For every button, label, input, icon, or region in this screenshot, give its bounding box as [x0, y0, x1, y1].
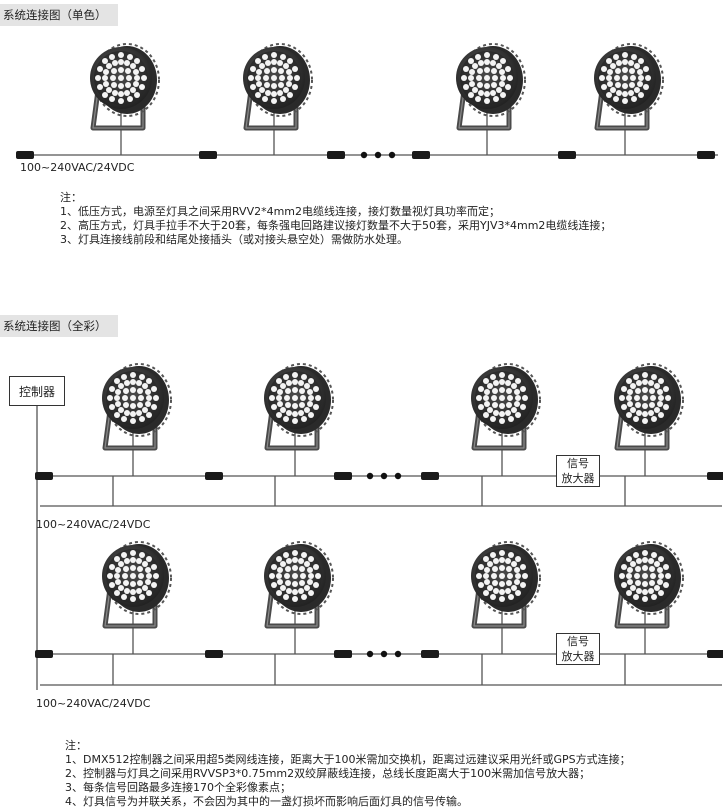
amplifier-box-bottom: 信号 放大器 — [556, 633, 600, 665]
connector-icon — [421, 472, 439, 480]
floodlight-fixture-icon — [471, 364, 540, 448]
section1-note-3: 3、灯具连接线前段和结尾处接插头（或对接头悬空处）需做防水处理。 — [60, 233, 408, 246]
floodlight-fixture-icon — [594, 44, 663, 128]
section2-notes: 注： 1、DMX512控制器之间采用超5类网线连接，距离大于100米需加交换机，… — [65, 739, 631, 809]
ellipsis-dots-icon — [360, 151, 396, 159]
section1-header: 系统连接图（单色） — [0, 4, 118, 26]
connector-icon — [35, 650, 53, 658]
amplifier-label-line2: 放大器 — [561, 472, 595, 485]
floodlight-fixture-icon — [102, 364, 171, 448]
floodlight-fixture-icon — [243, 44, 312, 128]
components — [16, 44, 723, 658]
section2-note-1: 1、DMX512控制器之间采用超5类网线连接，距离大于100米需加交换机，距离过… — [65, 753, 631, 766]
connector-icon — [707, 650, 723, 658]
connector-icon — [421, 650, 439, 658]
amplifier-box-top: 信号 放大器 — [556, 455, 600, 487]
floodlight-fixture-icon — [614, 364, 683, 448]
amplifier-label-line2: 放大器 — [561, 650, 595, 663]
section2-note-3: 3、每条信号回路最多连接170个全彩像素点； — [65, 781, 291, 794]
section2-note-4: 4、灯具信号为并联关系，不会因为其中的一盏灯损坏而影响后面灯具的信号传输。 — [65, 795, 468, 808]
connector-icon — [697, 151, 715, 159]
floodlight-fixture-icon — [471, 542, 540, 626]
section2-header: 系统连接图（全彩） — [0, 315, 118, 337]
floodlight-fixture-icon — [102, 542, 171, 626]
connector-icon — [558, 151, 576, 159]
section2-notes-heading: 注： — [65, 739, 87, 752]
floodlight-fixture-icon — [264, 542, 333, 626]
section1-notes: 注： 1、低压方式，电源至灯具之间采用RVV2*4mm2电缆线连接，接灯数量视灯… — [60, 191, 611, 247]
section1-note-2: 2、高压方式，灯具手拉手不大于20套，每条强电回路建议接灯数量不大于50套，采用… — [60, 219, 612, 232]
connector-icon — [334, 650, 352, 658]
connector-icon — [205, 650, 223, 658]
floodlight-fixture-icon — [90, 44, 159, 128]
section2-title: 系统连接图（全彩） — [3, 319, 107, 333]
floodlight-fixture-icon — [614, 542, 683, 626]
connector-icon — [707, 472, 723, 480]
controller-box: 控制器 — [9, 376, 65, 406]
ellipsis-dots-icon — [366, 650, 402, 658]
connector-icon — [334, 472, 352, 480]
section2-voltage-bottom: 100~240VAC/24VDC — [36, 697, 151, 710]
section1-note-1: 1、低压方式，电源至灯具之间采用RVV2*4mm2电缆线连接，接灯数量视灯具功率… — [60, 205, 501, 218]
connector-icon — [16, 151, 34, 159]
ellipsis-dots-icon — [366, 472, 402, 480]
section1-voltage-label: 100~240VAC/24VDC — [20, 161, 135, 174]
section1-title: 系统连接图（单色） — [3, 8, 107, 22]
amplifier-label-line1: 信号 — [567, 457, 589, 470]
floodlight-fixture-icon — [264, 364, 333, 448]
connector-icon — [412, 151, 430, 159]
connector-icon — [327, 151, 345, 159]
section1-notes-heading: 注： — [60, 191, 82, 204]
section2-note-2: 2、控制器与灯具之间采用RVVSP3*0.75mm2双绞屏蔽线连接，总线长度距离… — [65, 767, 591, 780]
connector-icon — [199, 151, 217, 159]
section2-voltage-top: 100~240VAC/24VDC — [36, 518, 151, 531]
floodlight-fixture-icon — [456, 44, 525, 128]
connector-icon — [205, 472, 223, 480]
connector-icon — [35, 472, 53, 480]
amplifier-label-line1: 信号 — [567, 635, 589, 648]
